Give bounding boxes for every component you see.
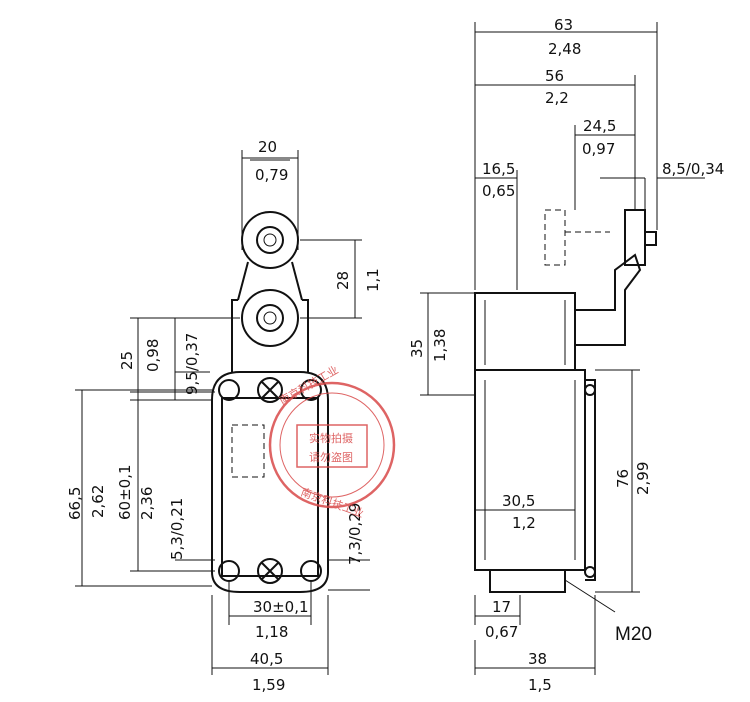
cover-screw bbox=[257, 377, 283, 403]
dim-hole-in: 2,36 bbox=[138, 487, 156, 520]
dim-pivot-mm: 25 bbox=[118, 351, 136, 370]
side-body bbox=[474, 369, 586, 571]
dim-hole-pitch-mm: 30±0,1 bbox=[253, 598, 309, 616]
cover-screw bbox=[257, 558, 283, 584]
dim-conduit-mm: 17 bbox=[492, 598, 511, 616]
dim-arm-len-in: 1,1 bbox=[364, 268, 382, 292]
switch-head bbox=[474, 292, 576, 371]
mount-hole bbox=[300, 560, 322, 582]
dim-total-w-mm: 63 bbox=[554, 16, 573, 34]
dim-head-w-in: 0,65 bbox=[482, 182, 515, 200]
dim-hole-offset: 5,3/0,21 bbox=[168, 498, 186, 560]
dim-roller-off-mm: 24,5 bbox=[583, 117, 616, 135]
side-lever bbox=[575, 253, 642, 346]
conduit-entry bbox=[489, 569, 566, 593]
roller bbox=[241, 211, 299, 269]
stamp-line2: 请勿盗图 bbox=[309, 451, 353, 464]
dim-inner-w-mm: 30,5 bbox=[502, 492, 535, 510]
dim-body-h-in: 2,99 bbox=[634, 462, 652, 495]
mount-hole bbox=[218, 560, 240, 582]
dim-roller-width-in: 0,79 bbox=[255, 166, 288, 184]
switch-body bbox=[211, 371, 329, 593]
dim-roller-thk: 8,5/0,34 bbox=[662, 160, 724, 178]
dim-height-mm: 66,5 bbox=[66, 487, 84, 520]
lever-arm bbox=[237, 261, 303, 301]
dim-head-w-mm: 16,5 bbox=[482, 160, 515, 178]
dim-roller-off-in: 0,97 bbox=[582, 140, 615, 158]
thread-label: M20 bbox=[615, 624, 652, 645]
dim-pivot-small: 9,5/0,37 bbox=[183, 333, 201, 395]
dim-total-w-in: 2,48 bbox=[548, 40, 581, 58]
dim-arm-len-mm: 28 bbox=[334, 271, 352, 290]
dim-hole-pitch-in: 1,18 bbox=[255, 623, 288, 641]
dim-head-h-mm: 35 bbox=[408, 339, 426, 358]
dim-body-w-mm: 40,5 bbox=[250, 650, 283, 668]
dim-head-h-in: 1,38 bbox=[431, 329, 449, 362]
dim-depth-mm: 38 bbox=[528, 650, 547, 668]
dim-arm-w-in: 2,2 bbox=[545, 89, 569, 107]
dim-pivot-in: 0,98 bbox=[144, 339, 162, 372]
dim-arm-w-mm: 56 bbox=[545, 67, 564, 85]
roller-hub bbox=[256, 226, 284, 254]
stamp-line1: 实物拍摄 bbox=[309, 431, 353, 445]
body-inner bbox=[221, 397, 319, 577]
dim-edge-offset: 7,3/0,29 bbox=[346, 503, 364, 565]
dim-roller-width-mm: 20 bbox=[258, 138, 277, 156]
dim-body-w-in: 1,59 bbox=[252, 676, 285, 694]
dim-hole-mm: 60±0,1 bbox=[116, 464, 134, 520]
pivot-head bbox=[241, 289, 299, 347]
dim-inner-w-in: 1,2 bbox=[512, 514, 536, 532]
dim-depth-in: 1,5 bbox=[528, 676, 552, 694]
watermark-stamp: 实物拍摄 请勿盗图 南京科技工业 南京科技工业 bbox=[268, 362, 396, 520]
side-view: 63 2,48 56 2,2 24,5 0,97 16,5 0,65 8,5/0… bbox=[408, 16, 724, 694]
dim-conduit-in: 0,67 bbox=[485, 623, 518, 641]
dim-body-h-mm: 76 bbox=[614, 469, 632, 488]
dim-height-in: 2,62 bbox=[89, 485, 107, 518]
front-view: 20 0,79 28 1,1 25 0,98 9,5/0,37 66,5 2,6… bbox=[66, 138, 382, 694]
mount-hole bbox=[218, 379, 240, 401]
